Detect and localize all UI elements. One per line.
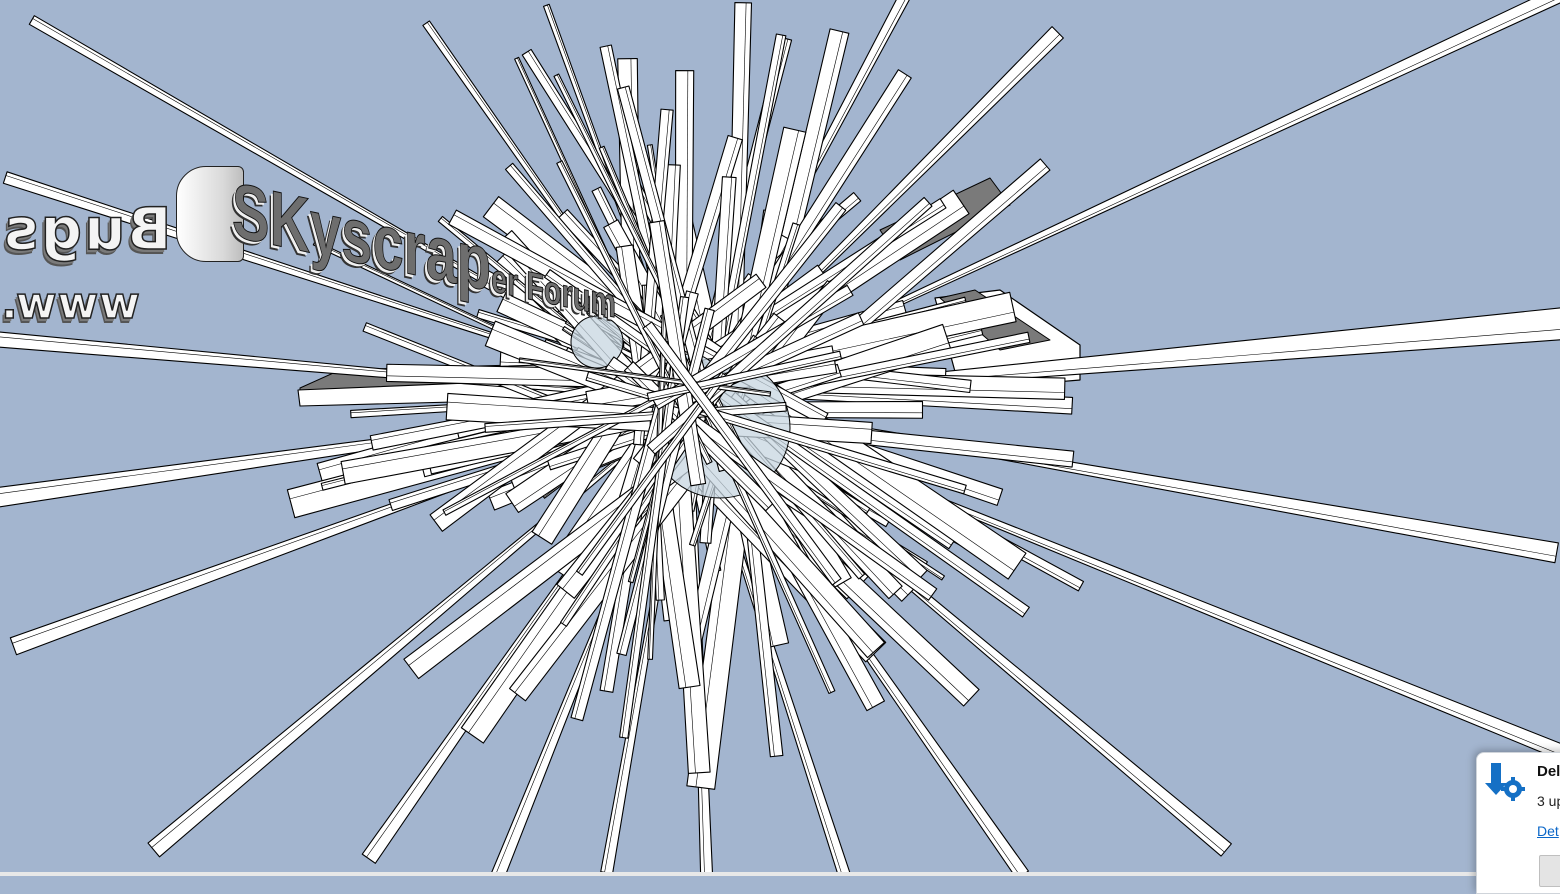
front-beam-22-edge (648, 356, 841, 399)
front-beam-8-edge (485, 404, 786, 427)
front-beam-23-edge (645, 326, 836, 584)
bugs-3d-text: Bugs (1, 194, 172, 264)
status-bar-edge (0, 872, 1560, 876)
front-beam-21 (576, 371, 728, 576)
3d-text-cap (176, 166, 244, 262)
front-beam-17-edge (659, 221, 702, 485)
front-beam-21-edge (578, 373, 724, 573)
front-beam-12-edge (619, 308, 709, 655)
notification-body: 3 up (1537, 793, 1560, 809)
update-notification[interactable]: Del 3 up Det (1476, 752, 1560, 894)
model-scene (0, 0, 1560, 872)
front-beam-16 (619, 296, 690, 739)
front-beam-19 (646, 196, 933, 455)
www-3d-text: www. (0, 277, 141, 330)
front-beam-0-edge (556, 74, 752, 467)
dell-update-gear-icon (1485, 763, 1525, 801)
notification-action-button[interactable] (1539, 855, 1560, 887)
notification-details-link[interactable]: Det (1537, 823, 1559, 839)
front-beam-23 (642, 321, 842, 586)
notification-title: Del (1537, 763, 1560, 780)
sketchup-viewport[interactable]: SKyscraper Forum Bugs www. (0, 0, 1560, 872)
front-beam-20-edge (519, 358, 771, 394)
